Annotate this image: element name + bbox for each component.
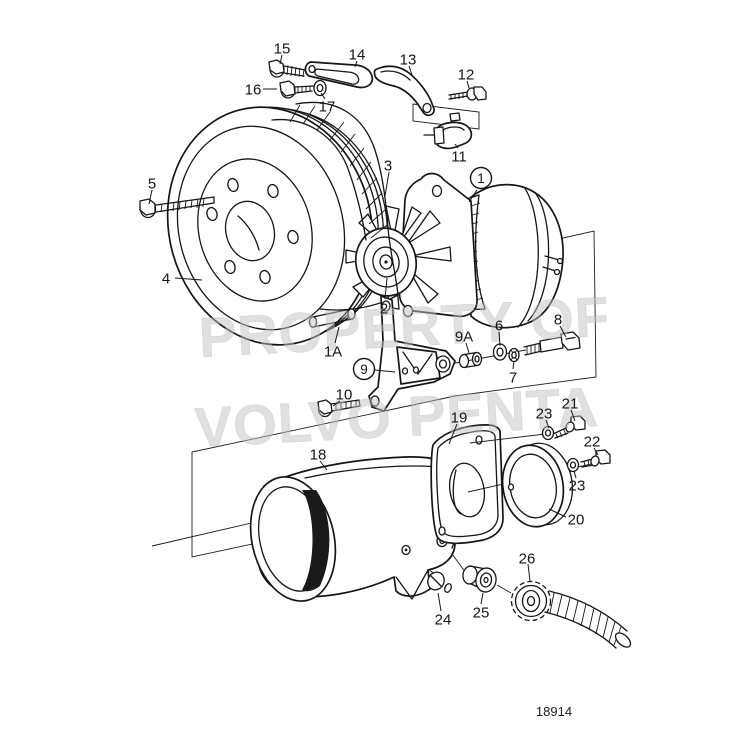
spacer-pin — [308, 308, 356, 328]
callout-leader-23-25 — [573, 470, 577, 479]
callout-leader-20-21 — [548, 508, 567, 518]
callout-4: 4 — [162, 270, 170, 287]
callout-leader-9A-10 — [465, 342, 470, 354]
callout-leader-12-13 — [466, 80, 470, 89]
alternator-pulley — [354, 227, 418, 297]
flexible-conduit — [544, 590, 632, 649]
callout-1A: 1A — [324, 343, 342, 360]
callout-19: 19 — [451, 409, 468, 426]
callout-leader-10-11 — [332, 400, 341, 407]
callout-leader-3-3 — [384, 171, 390, 197]
callout-leader-22-23 — [593, 447, 599, 456]
callout-leader-8-8 — [559, 325, 567, 338]
ring — [501, 442, 574, 528]
callout-leader-7-7 — [512, 360, 515, 370]
callout-leader-25-27 — [480, 592, 484, 605]
callout-leader-15-16 — [279, 54, 283, 65]
callout-leader-24-26 — [437, 592, 442, 612]
conduit-nut-26 — [510, 580, 552, 622]
washer-17 — [313, 79, 327, 97]
callout-6: 6 — [495, 317, 503, 334]
callout-1: 1 — [477, 171, 485, 186]
callout-leader-1A-1 — [334, 326, 340, 344]
callout-leader-4-4 — [174, 277, 203, 281]
bolt-5 — [139, 196, 215, 219]
callout-8: 8 — [554, 311, 562, 328]
callout-17: 17 — [319, 98, 336, 115]
callout-leader-23-24 — [545, 419, 550, 429]
callout-5: 5 — [148, 175, 156, 192]
v-belt — [271, 101, 399, 311]
callout-leader-13-14 — [408, 65, 413, 76]
fitting-25 — [462, 565, 512, 594]
callout-9: 9 — [360, 362, 368, 377]
callout-7: 7 — [509, 369, 517, 386]
callout-leader-2-2 — [384, 277, 388, 300]
callout-16: 16 — [245, 81, 262, 98]
callout-leader-21-22 — [570, 409, 576, 422]
callouts-layer: 11A234567899A101112131415161718192021222… — [148, 40, 601, 628]
callout-12: 12 — [458, 66, 475, 83]
bolt-10 — [317, 399, 361, 418]
alternator-body — [465, 183, 564, 329]
callout-leader-9-9 — [374, 369, 396, 373]
cover-plate — [430, 424, 504, 545]
adjusting-strap — [304, 61, 374, 89]
callout-13: 13 — [400, 51, 417, 68]
callout-leader-26-28 — [527, 563, 531, 582]
callout-26: 26 — [519, 550, 536, 567]
tensioner-bracket — [373, 65, 435, 117]
callout-leader-18-19 — [319, 460, 328, 471]
spacer-9a — [458, 351, 483, 369]
figure-number: 18914 — [536, 704, 572, 719]
callout-18: 18 — [310, 446, 327, 463]
callout-10: 10 — [336, 386, 353, 403]
callout-leader-1-0 — [468, 189, 478, 203]
bolt-15 — [268, 59, 306, 78]
crankshaft-pulley — [166, 106, 389, 346]
callout-25: 25 — [473, 604, 490, 621]
callout-9A: 9A — [455, 328, 473, 345]
callout-3: 3 — [384, 157, 392, 174]
callout-leader-5-5 — [148, 189, 153, 205]
callout-2: 2 — [380, 300, 388, 317]
callout-21: 21 — [562, 395, 579, 412]
callout-23-25: 23 — [569, 477, 586, 494]
callout-circle-9 — [352, 357, 376, 381]
callout-circle-1 — [469, 166, 493, 190]
bolt-16 — [279, 80, 314, 99]
screw-24 — [427, 571, 452, 593]
bolt-12 — [448, 86, 487, 101]
callout-leader-6-6 — [498, 331, 501, 347]
bolt-22 — [580, 449, 611, 468]
callout-leader-14-15 — [354, 60, 358, 68]
clamp-11 — [423, 112, 473, 150]
callout-20: 20 — [568, 511, 585, 528]
callout-15: 15 — [274, 40, 291, 57]
callout-11: 11 — [451, 148, 467, 165]
callout-leader-11-12 — [454, 143, 459, 149]
callout-23-24: 23 — [536, 405, 553, 422]
callout-leader-17-18 — [320, 92, 326, 100]
callout-14: 14 — [349, 46, 366, 63]
nut-23b — [566, 457, 580, 473]
callout-leader-19-20 — [448, 423, 458, 445]
shield — [249, 456, 458, 602]
callout-22: 22 — [584, 433, 601, 450]
callout-24: 24 — [435, 611, 452, 628]
support-bracket — [368, 295, 456, 412]
